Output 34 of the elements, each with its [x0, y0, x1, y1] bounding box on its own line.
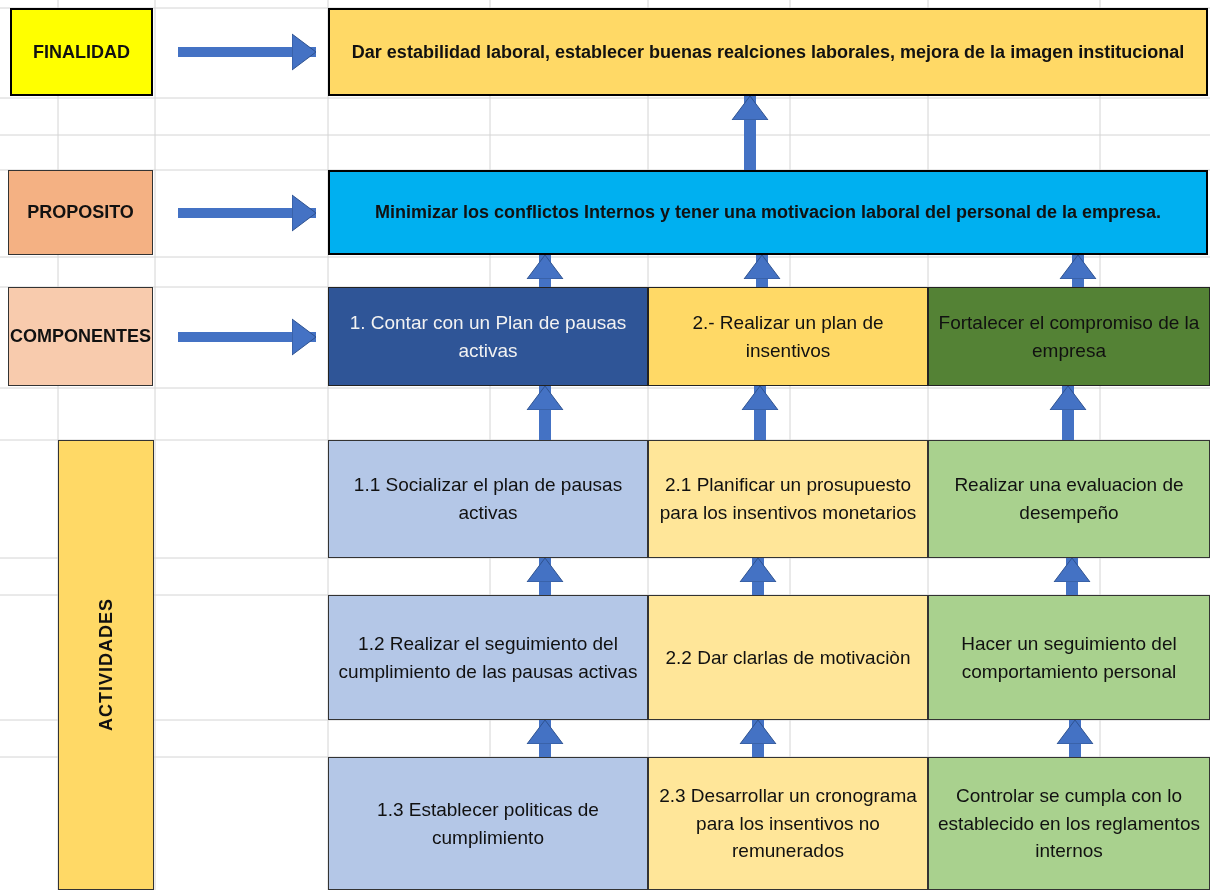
activity-box: 1.1 Socializar el plan de pausas activas	[328, 440, 648, 558]
activity-box: 1.3 Establecer politicas de cumplimiento	[328, 757, 648, 890]
activity-box: 2.3 Desarrollar un cronograma para los insentivos no remunerados	[648, 757, 928, 890]
block-arrow	[739, 557, 777, 595]
block-arrow	[1049, 385, 1087, 440]
block-arrow	[526, 719, 564, 757]
component-box: Fortalecer el compromiso de la empresa	[928, 287, 1210, 386]
block-arrow	[741, 385, 779, 440]
level-label: FINALIDAD	[10, 8, 153, 96]
level-label: PROPOSITO	[8, 170, 153, 255]
activity-box: Controlar se cumpla con lo establecido en los reglamentos internos	[928, 757, 1210, 890]
activity-box: 2.2 Dar clarlas de motivaciòn	[648, 595, 928, 720]
level-label: ACTIVIDADES	[58, 440, 154, 890]
block-arrow	[731, 95, 769, 170]
block-arrow	[1059, 254, 1097, 287]
objective-box: Dar estabilidad laboral, establecer buenas realciones laborales, mejora de la imagen institucional	[328, 8, 1208, 96]
block-arrow	[1053, 557, 1091, 595]
block-arrow	[526, 557, 564, 595]
level-label: COMPONENTES	[8, 287, 153, 386]
block-arrow	[743, 254, 781, 287]
activity-box: Hacer un seguimiento del comportamiento personal	[928, 595, 1210, 720]
block-arrow	[178, 318, 317, 356]
block-arrow	[739, 719, 777, 757]
block-arrow	[526, 385, 564, 440]
activity-box: 2.1 Planificar un prosupuesto para los insentivos monetarios	[648, 440, 928, 558]
objective-box: Minimizar los conflictos Internos y tener una motivacion laboral del personal de la empresa.	[328, 170, 1208, 255]
component-box: 1. Contar con un Plan de pausas activas	[328, 287, 648, 386]
block-arrow	[178, 194, 317, 232]
activity-box: 1.2 Realizar el seguimiento del cumplimiento de las pausas activas	[328, 595, 648, 720]
block-arrow	[526, 254, 564, 287]
activity-box: Realizar una evaluacion de desempeño	[928, 440, 1210, 558]
block-arrow	[178, 33, 317, 71]
component-box: 2.- Realizar un plan de insentivos	[648, 287, 928, 386]
block-arrow	[1056, 719, 1094, 757]
